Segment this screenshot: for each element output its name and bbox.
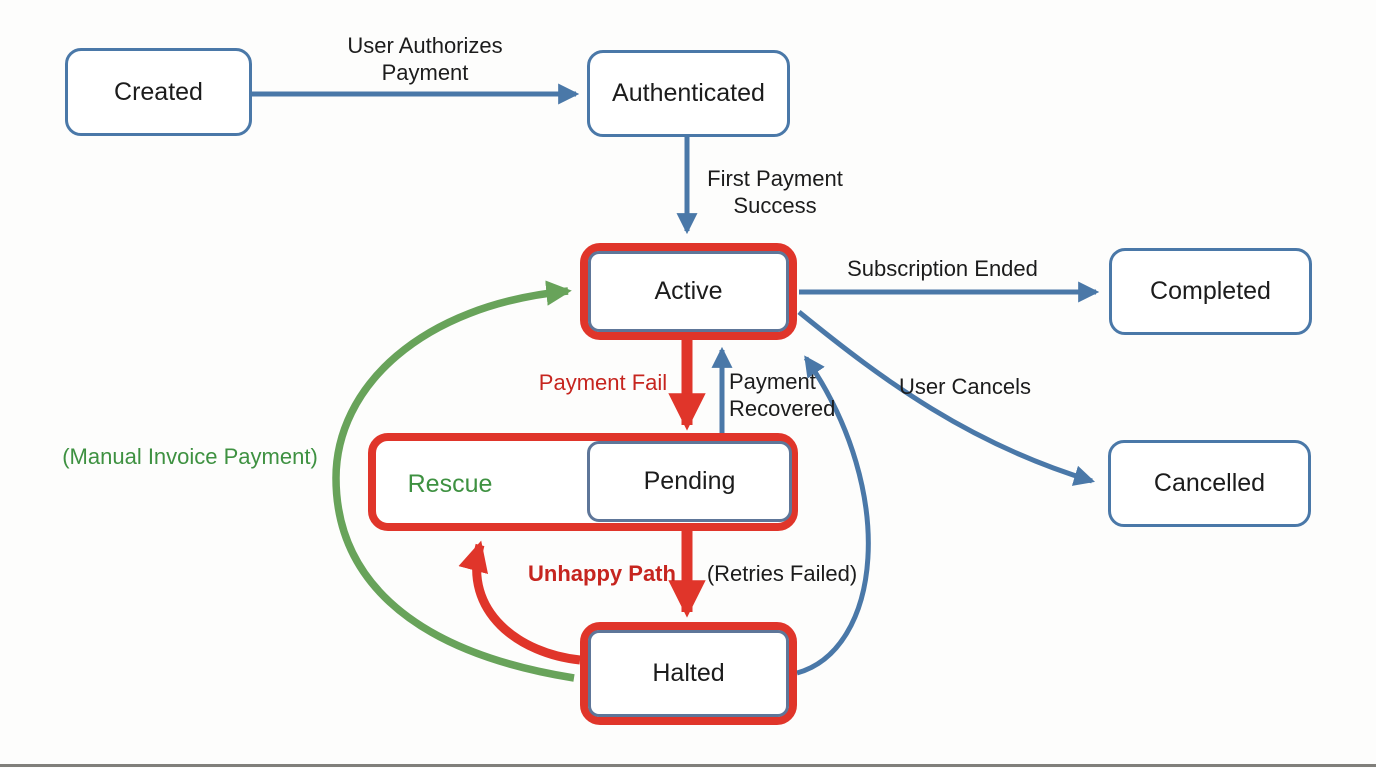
state-node-active-inner: Active [588,251,789,332]
image-bottom-edge [0,764,1376,767]
label-user-authorizes-payment: User Authorizes Payment [347,33,503,85]
label-manual-invoice-payment: (Manual Invoice Payment) [62,444,318,469]
edge-halted-active-manual [332,280,575,682]
state-node-halted-inner: Halted [588,630,789,717]
label-unhappy-path: Unhappy Path [528,561,676,586]
state-label-pending: Pending [643,467,736,495]
edge-halted-active-recovery [796,355,871,676]
state-node-pending: Pending [587,441,792,522]
state-node-active: Active [580,243,797,340]
edge-halted-rescue [458,540,581,665]
state-label-authenticated: Authenticated [612,79,765,107]
state-node-authenticated: Authenticated [587,50,790,137]
state-label-halted: Halted [652,659,725,687]
state-label-cancelled: Cancelled [1153,469,1266,497]
state-node-halted: Halted [580,622,797,725]
label-subscription-ended: Subscription Ended [847,256,1038,281]
state-label-rescue: Rescue [407,470,493,498]
label-payment-recovered: Payment Recovered [729,369,836,421]
label-payment-fail: Payment Fail [538,370,668,395]
state-node-completed: Completed [1109,248,1312,335]
state-label-created: Created [114,77,203,106]
state-label-active: Active [654,277,723,305]
label-retries-failed: (Retries Failed) [706,561,858,586]
label-first-payment-success: First Payment Success [707,166,843,218]
state-node-cancelled: Cancelled [1108,440,1311,527]
edge-active-cancelled [797,310,1096,486]
label-user-cancels: User Cancels [898,374,1032,399]
state-node-created: Created [65,48,252,136]
state-label-completed: Completed [1150,277,1271,305]
